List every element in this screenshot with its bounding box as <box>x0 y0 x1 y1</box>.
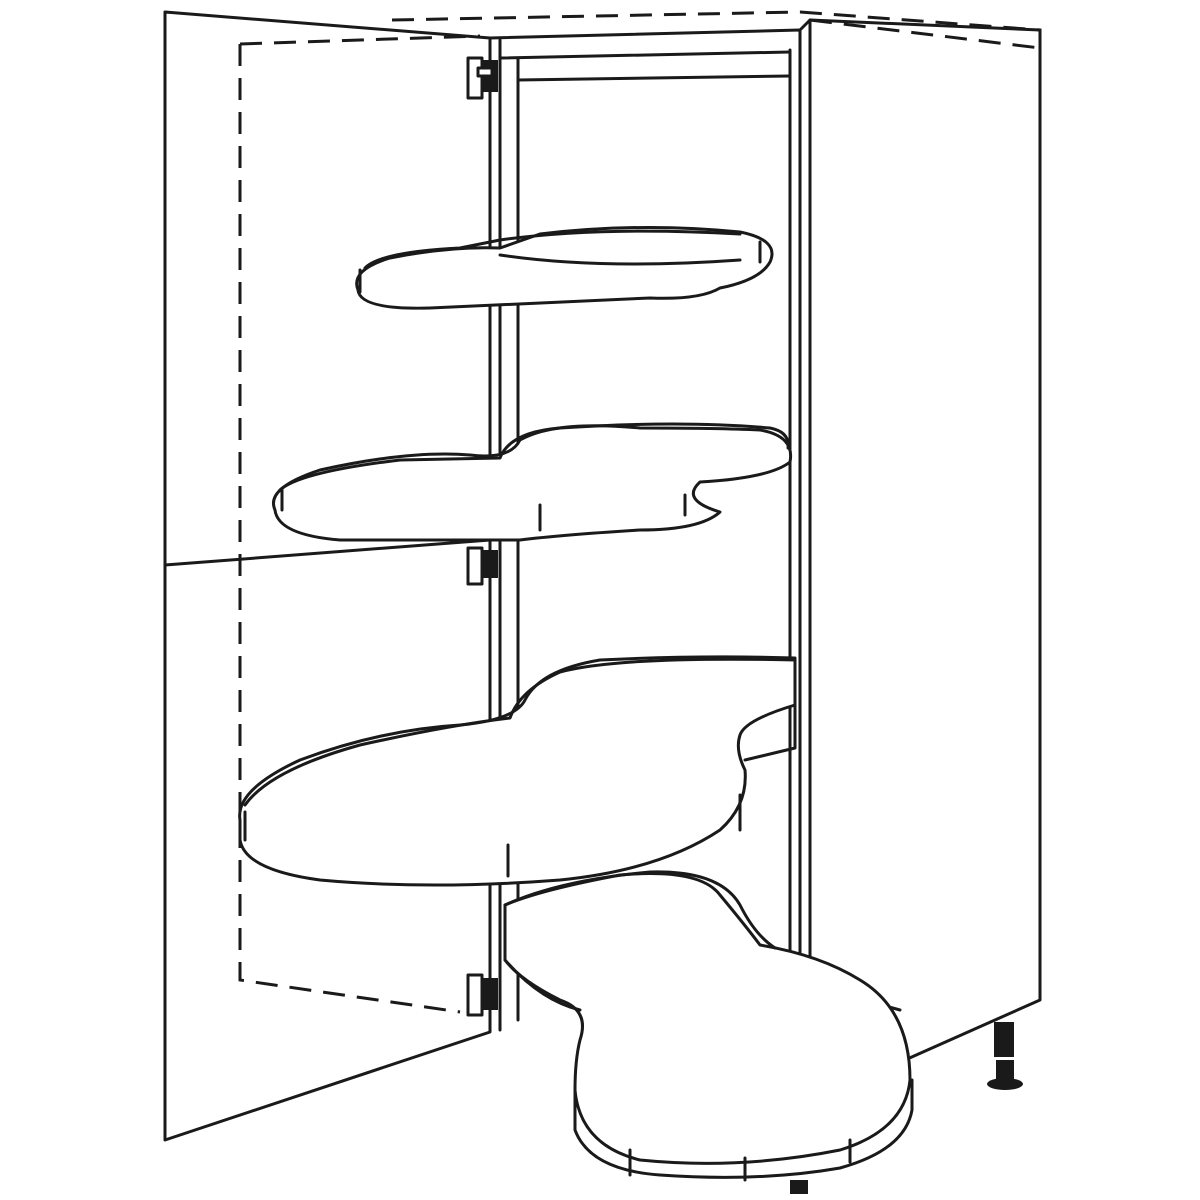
leg-front <box>790 1180 808 1194</box>
hinge-bottom <box>466 973 498 1017</box>
open-door <box>163 10 492 1142</box>
hinge-middle <box>466 546 498 586</box>
shelf-4 <box>503 870 914 1182</box>
shelf-3 <box>238 655 797 887</box>
leg-right <box>987 1022 1023 1090</box>
shelf-2 <box>272 422 793 542</box>
hinge-top <box>466 56 498 100</box>
shelf-1 <box>355 225 774 310</box>
